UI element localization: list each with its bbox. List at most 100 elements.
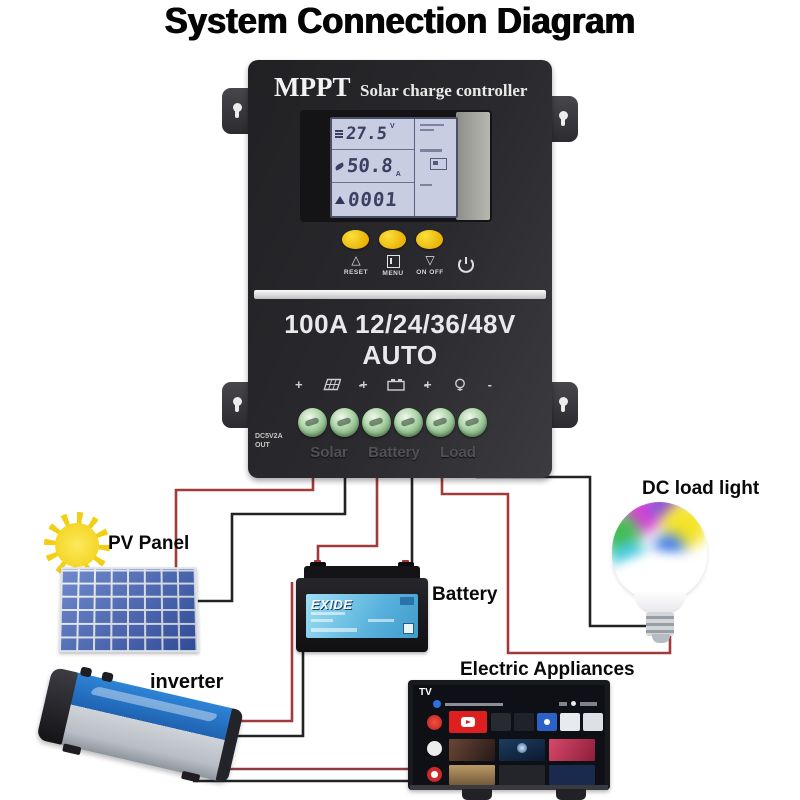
lcd-display: 27.5 V 50.8 A 0001 bbox=[330, 117, 458, 218]
menu-button[interactable] bbox=[379, 230, 406, 249]
onoff-button[interactable] bbox=[416, 230, 443, 249]
solar-polarity: + - bbox=[295, 377, 363, 392]
movie-thumbnail bbox=[499, 739, 545, 761]
clock-bar bbox=[580, 702, 597, 706]
app-tile bbox=[491, 713, 511, 731]
movie-thumbnail bbox=[549, 765, 595, 785]
app-tile bbox=[583, 713, 603, 731]
menu-legend: MENU bbox=[371, 254, 415, 277]
rating-text: 100A 12/24/36/48V AUTO bbox=[284, 309, 516, 370]
load-polarity: + - bbox=[424, 377, 492, 392]
menu-icon bbox=[386, 255, 400, 268]
menu-label: MENU bbox=[382, 270, 404, 277]
sun-icon bbox=[44, 512, 110, 578]
lcd-list-icon bbox=[335, 129, 343, 139]
tv-screen: TV bbox=[413, 685, 605, 785]
status-bar bbox=[559, 702, 567, 706]
bulb-contact-tip bbox=[652, 634, 670, 643]
lcd-bezel: 27.5 V 50.8 A 0001 bbox=[300, 110, 492, 222]
reset-label: RESET bbox=[343, 269, 369, 276]
tv-foot bbox=[462, 789, 492, 800]
status-dot bbox=[571, 701, 576, 706]
sidebar-ring-icon bbox=[427, 767, 442, 782]
lcd-leaf-icon bbox=[334, 161, 345, 171]
terminal-solar-positive[interactable] bbox=[298, 408, 327, 437]
reset-button[interactable] bbox=[342, 230, 369, 249]
lcd-battery-unit: A bbox=[395, 171, 401, 178]
lcd-battery-icon bbox=[430, 157, 447, 170]
movie-thumbnail bbox=[449, 739, 495, 761]
decor-bar bbox=[311, 628, 357, 632]
wire-battery-positive bbox=[316, 466, 379, 582]
keyhole-icon bbox=[232, 103, 242, 118]
battery-label: Battery bbox=[432, 584, 498, 605]
bulb-screw-base bbox=[646, 612, 674, 636]
page-title: System Connection Diagram bbox=[164, 0, 636, 41]
wire-solar-positive bbox=[174, 466, 315, 590]
lcd-pv-unit: V bbox=[389, 123, 395, 130]
solar-panel-icon bbox=[322, 378, 341, 391]
decor-bar bbox=[311, 612, 345, 615]
lcd-status-panel bbox=[418, 121, 454, 214]
lcd-counter-value: 0001 bbox=[347, 188, 399, 211]
lcd-arrow-icon bbox=[335, 195, 345, 204]
tv-logo-text: TV bbox=[419, 687, 432, 698]
sidebar-red-icon bbox=[427, 715, 442, 730]
lcd-status-bar bbox=[420, 128, 434, 131]
movie-thumbnail bbox=[449, 765, 495, 785]
app-tile bbox=[537, 713, 557, 731]
inverter-knob bbox=[101, 671, 114, 683]
tv-unit: TV bbox=[408, 680, 610, 790]
terminal-load-positive[interactable] bbox=[426, 408, 455, 437]
search-text-bar bbox=[445, 703, 503, 706]
lcd-status-bar bbox=[420, 149, 442, 152]
keyhole-icon bbox=[232, 397, 242, 412]
controller-body: MPPT Solar charge controller 27.5 V 50.8… bbox=[248, 60, 552, 478]
product-name: Solar charge controller bbox=[360, 81, 528, 100]
minus-sign: - bbox=[423, 377, 428, 392]
mounting-ear bbox=[222, 88, 252, 134]
solar-terminal-label: Solar bbox=[310, 444, 348, 461]
battery-polarity: + - bbox=[360, 377, 428, 392]
onoff-legend: ▽ ON OFF bbox=[408, 253, 452, 277]
electric-appliances-label: Electric Appliances bbox=[460, 659, 635, 680]
usb-port-label: DC5V2A OUT bbox=[255, 433, 283, 449]
lcd-pv-row: 27.5 V bbox=[332, 119, 414, 150]
onoff-label: ON OFF bbox=[416, 269, 444, 276]
lcd-status-bar bbox=[420, 183, 432, 186]
lcd-battery-value: 50.8 bbox=[346, 155, 394, 177]
lamp-icon bbox=[454, 378, 465, 391]
movie-thumbnail bbox=[499, 765, 545, 785]
lcd-divider bbox=[414, 119, 415, 216]
mounting-ear bbox=[548, 382, 578, 428]
inverter-knob bbox=[79, 666, 93, 678]
sun-core bbox=[55, 523, 99, 567]
battery-brand-text: EXIDE bbox=[311, 597, 353, 612]
power-icon bbox=[458, 257, 474, 273]
mppt-charge-controller: MPPT Solar charge controller 27.5 V 50.8… bbox=[222, 60, 578, 478]
keyhole-icon bbox=[558, 397, 568, 412]
tv-bottom-trim bbox=[410, 785, 608, 790]
lcd-battery-row: 50.8 A bbox=[332, 150, 414, 183]
plus-sign: + bbox=[295, 377, 303, 392]
minus-sign: - bbox=[487, 377, 492, 392]
battery-model-badge bbox=[400, 597, 414, 605]
terminal-battery-negative[interactable] bbox=[394, 408, 423, 437]
down-triangle-icon: ▽ bbox=[425, 253, 435, 267]
tv-foot bbox=[556, 789, 586, 800]
terminal-battery-positive[interactable] bbox=[362, 408, 391, 437]
battery-terminal-label: Battery bbox=[368, 444, 420, 461]
bezel-highlight bbox=[456, 112, 490, 220]
battery-unit: EXIDE bbox=[296, 578, 428, 652]
terminal-load-negative[interactable] bbox=[458, 408, 487, 437]
movie-thumbnail bbox=[549, 739, 595, 761]
rgb-bulb-globe bbox=[612, 502, 707, 600]
qr-code-icon bbox=[403, 623, 414, 634]
wire-solar-negative bbox=[186, 466, 347, 603]
keyhole-icon bbox=[558, 111, 568, 126]
reset-legend: △ RESET bbox=[334, 254, 378, 277]
terminal-solar-negative[interactable] bbox=[330, 408, 359, 437]
sidebar-white-icon bbox=[427, 741, 442, 756]
lcd-pv-voltage: 27.5 bbox=[345, 124, 388, 144]
minus-sign: - bbox=[358, 377, 363, 392]
